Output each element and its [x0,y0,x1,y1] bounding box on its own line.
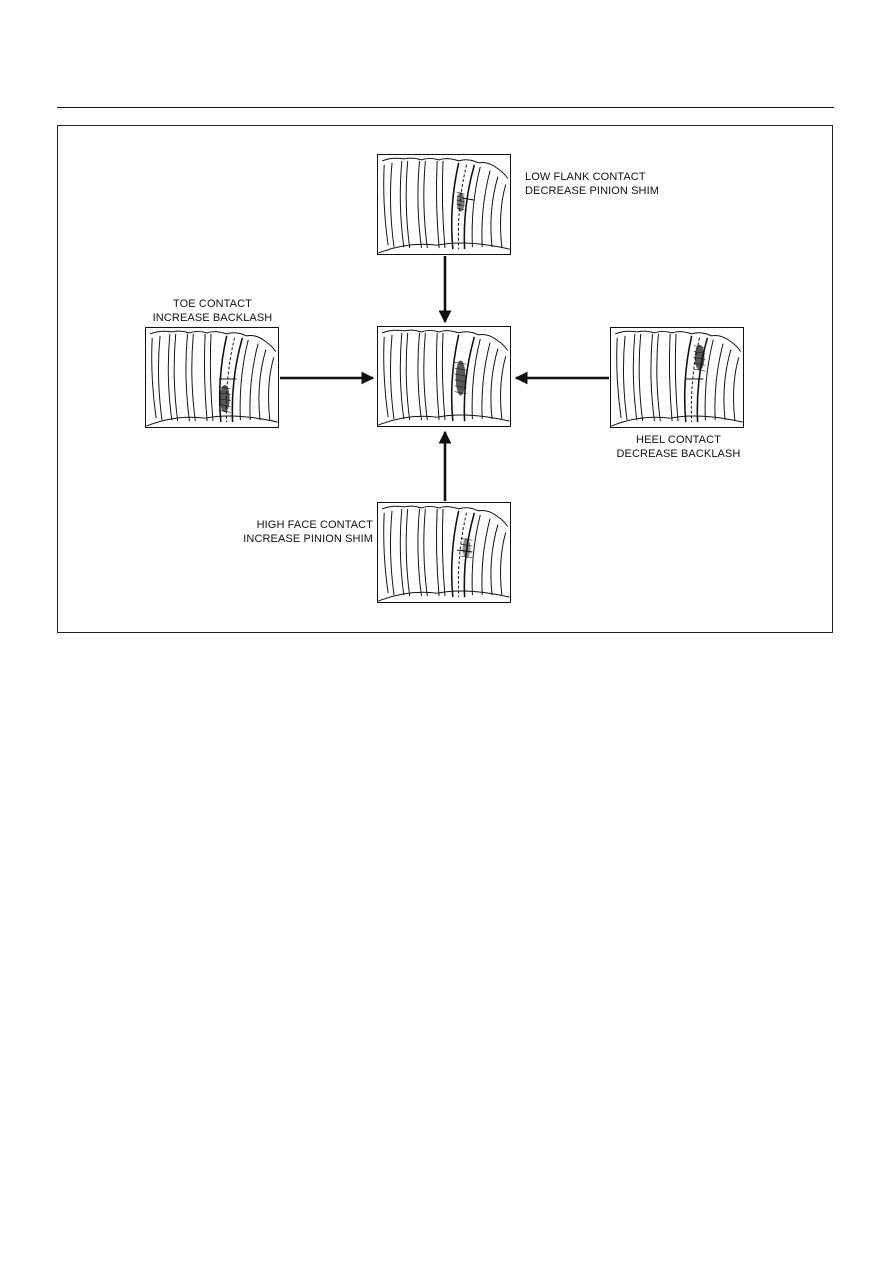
gear-teeth-bottom-illustration [378,505,510,602]
label-bottom-line1: HIGH FACE CONTACT [256,519,373,531]
figure-frame [57,125,833,633]
label-heel-contact: HEEL CONTACT DECREASE BACKLASH [596,433,761,461]
label-right-line1: HEEL CONTACT [636,434,721,446]
gear-teeth-center-illustration [378,329,510,426]
gear-teeth-left-illustration [146,330,278,427]
label-top-line2: DECREASE PINION SHIM [525,185,660,197]
header-rule [57,107,834,108]
label-low-flank-contact: LOW FLANK CONTACT DECREASE PINION SHIM [525,170,659,198]
label-right-line2: DECREASE BACKLASH [616,448,741,460]
label-left-line1: TOE CONTACT [173,298,252,310]
gear-panel-bottom [377,502,511,603]
gear-panel-left [145,327,279,428]
gear-panel-top [377,154,511,255]
gear-panel-right [610,327,744,428]
gear-teeth-right-illustration [611,330,743,427]
label-high-face-contact: HIGH FACE CONTACT INCREASE PINION SHIM [218,518,373,546]
gear-teeth-top-illustration [378,157,510,254]
label-left-line2: INCREASE BACKLASH [152,312,273,324]
gear-panel-center [377,326,511,427]
label-toe-contact: TOE CONTACT INCREASE BACKLASH [140,297,285,325]
label-bottom-line2: INCREASE PINION SHIM [243,533,373,545]
label-top-line1: LOW FLANK CONTACT [525,171,646,183]
